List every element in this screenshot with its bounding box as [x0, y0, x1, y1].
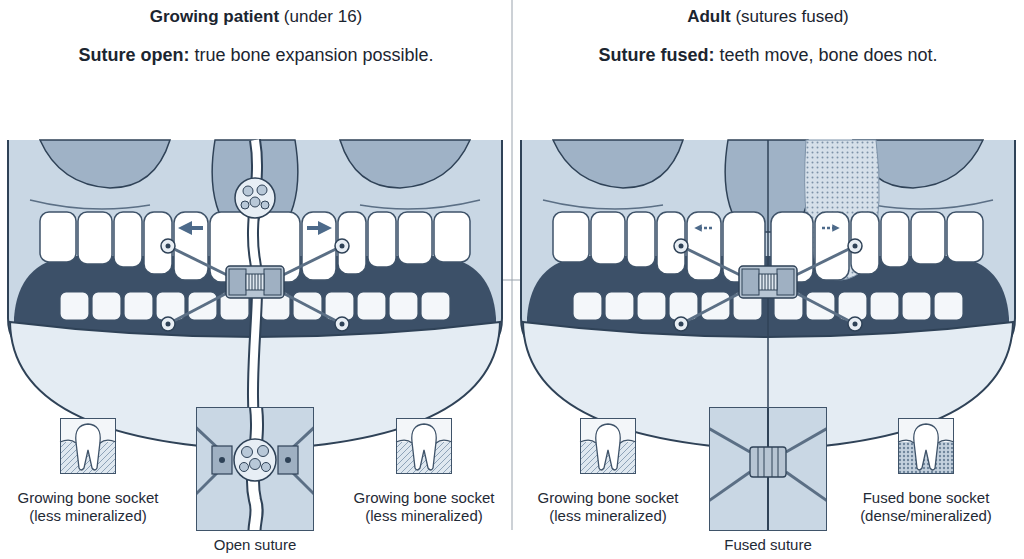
panel-heading: Growing patient(under 16): [6, 6, 506, 27]
expansion-arrow: [307, 226, 325, 230]
socket-inset: [898, 418, 954, 474]
cell: [250, 197, 260, 207]
heading-bold: Suture open:: [78, 44, 189, 66]
expander-arm: [786, 425, 827, 452]
inset-box: Open suture: [196, 407, 314, 531]
inset-ground: [396, 418, 452, 474]
socket-inset: [396, 418, 452, 474]
suture-cells: [234, 439, 276, 481]
inset-box: Fused bone socket (dense/mineralized): [898, 418, 954, 474]
cell: [258, 446, 269, 457]
open-suture-inset: [190, 400, 320, 540]
heading-bold: Suture fused:: [598, 44, 714, 66]
inset-box: Growing bone socket (less mineralized): [396, 418, 452, 474]
inset-caption-block: Growing bone socket (less mineralized): [8, 489, 168, 525]
inset-caption-block: Growing bone socket (less mineralized): [344, 489, 504, 525]
inset-ground: [898, 418, 954, 474]
expansion-arrow: [185, 226, 203, 230]
heading-bold: Adult: [687, 6, 730, 27]
inset-caption-block: Fused bone socket (dense/mineralized): [846, 489, 1006, 525]
cell: [261, 201, 269, 209]
tooth-tip-arrow: [822, 227, 836, 230]
expander-body: [750, 447, 786, 477]
inset-caption: Fused bone socket (dense/mineralized): [846, 489, 1006, 525]
inset-caption: Growing bone socket (less mineralized): [344, 489, 504, 525]
cell: [242, 447, 253, 458]
panel-heading: Suture fused:teeth move, bone does not.: [518, 44, 1018, 66]
inset-caption: Growing bone socket (less mineralized): [528, 489, 688, 525]
inset-caption: Growing bone socket (less mineralized): [8, 489, 168, 525]
expander: [674, 239, 862, 331]
block-screw: [285, 457, 291, 463]
inset-caption: Open suture: [175, 536, 335, 554]
skull: [8, 140, 502, 450]
block-screw: [219, 457, 225, 463]
socket-inset: [60, 418, 116, 474]
cells: [240, 446, 271, 472]
fused-suture-inset: [703, 400, 833, 540]
expander-block: [278, 446, 298, 474]
cells: [241, 185, 269, 209]
cell: [262, 463, 271, 472]
tooth-tip-arrow: [698, 227, 712, 230]
suture-cells: [235, 178, 275, 218]
inset-ground: [580, 418, 636, 474]
screw-thread: [758, 447, 778, 477]
cell: [241, 201, 249, 209]
cell: [250, 459, 261, 470]
inset-caption-block: Growing bone socket (less mineralized): [528, 489, 688, 525]
inset-caption-block: Fused suture: [688, 536, 848, 554]
cell: [240, 463, 249, 472]
inset-content: [709, 407, 827, 531]
inset-caption: Fused suture: [688, 536, 848, 554]
inset-ground: [60, 418, 116, 474]
inset-box: Fused suture: [709, 407, 827, 531]
heading-text: teeth move, bone does not.: [719, 44, 937, 66]
heading-text: (under 16): [284, 6, 362, 27]
socket-tooth: [898, 424, 954, 470]
cell: [243, 186, 253, 196]
expander: [161, 239, 349, 331]
expander-block: [212, 446, 232, 474]
socket-tooth: [580, 424, 636, 470]
inset-box: Growing bone socket (less mineralized): [580, 418, 636, 474]
heading-text: (sutures fused): [735, 6, 848, 27]
inset-box: Growing bone socket (less mineralized): [60, 418, 116, 474]
panel-divider: [512, 0, 513, 530]
skull: [521, 140, 1015, 450]
socket-inset: [580, 418, 636, 474]
heading-bold: Growing patient: [150, 6, 279, 27]
socket-tooth: [396, 424, 452, 470]
expander-arm: [786, 472, 827, 505]
expander-arm: [709, 425, 750, 452]
panel-heading: Adult(sutures fused): [518, 6, 1018, 27]
heading-text: true bone expansion possible.: [194, 44, 433, 66]
panel-heading: Suture open:true bone expansion possible…: [6, 44, 506, 66]
socket-tooth: [60, 424, 116, 470]
expander-arm: [709, 472, 750, 505]
inset-caption-block: Open suture: [175, 536, 335, 554]
inset-content: [196, 407, 314, 531]
cell: [257, 185, 267, 195]
